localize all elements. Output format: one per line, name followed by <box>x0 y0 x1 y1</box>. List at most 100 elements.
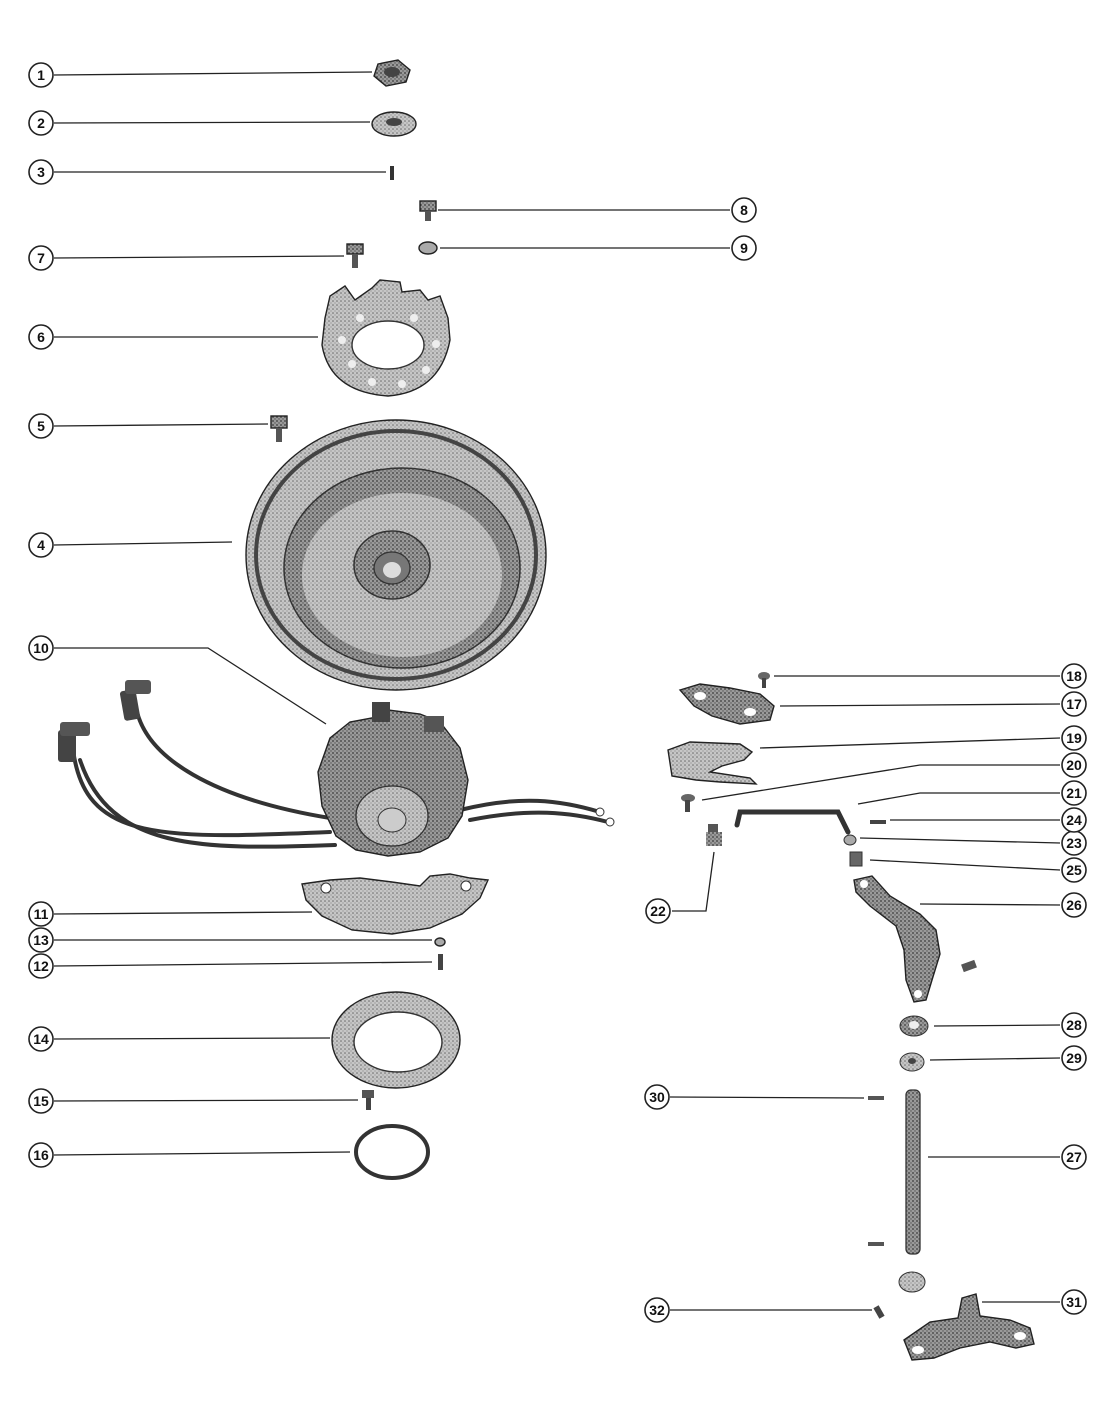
part-throttle-lever <box>853 875 941 1003</box>
svg-text:5: 5 <box>37 418 45 434</box>
part-bushing <box>899 1015 929 1037</box>
part-flywheel <box>245 419 547 691</box>
part-small-screw <box>681 794 695 812</box>
part-small-screw <box>438 954 443 970</box>
part-small-screw <box>758 672 770 688</box>
part-pin <box>868 1096 884 1100</box>
svg-text:24: 24 <box>1066 812 1082 828</box>
callout-19: 19 <box>1061 725 1087 751</box>
svg-text:8: 8 <box>740 202 748 218</box>
svg-text:25: 25 <box>1066 862 1082 878</box>
callout-25: 25 <box>1061 857 1087 883</box>
callout-13: 13 <box>28 927 54 953</box>
callout-3: 3 <box>28 159 54 185</box>
part-key <box>390 166 394 180</box>
callout-1: 1 <box>28 62 54 88</box>
callout-17: 17 <box>1061 691 1087 717</box>
svg-text:2: 2 <box>37 115 45 131</box>
svg-text:31: 31 <box>1066 1294 1082 1310</box>
callout-31: 31 <box>1061 1289 1087 1315</box>
leader-lines <box>53 71 1061 1311</box>
svg-text:23: 23 <box>1066 835 1082 851</box>
part-control-arm <box>903 1293 1035 1361</box>
part-o-ring <box>354 1124 430 1180</box>
svg-text:4: 4 <box>37 537 45 553</box>
callout-18: 18 <box>1061 663 1087 689</box>
callout-5: 5 <box>28 413 54 439</box>
callout-16: 16 <box>28 1142 54 1168</box>
callout-2: 2 <box>28 110 54 136</box>
svg-text:11: 11 <box>34 906 49 922</box>
callout-21: 21 <box>1061 780 1087 806</box>
svg-text:27: 27 <box>1066 1149 1082 1165</box>
part-retainer-plate <box>301 873 490 935</box>
callout-10: 10 <box>28 635 54 661</box>
part-stud <box>706 824 722 846</box>
callout-9: 9 <box>731 235 757 261</box>
svg-text:16: 16 <box>33 1147 49 1163</box>
callout-14: 14 <box>28 1026 54 1052</box>
part-bushing <box>899 1052 925 1072</box>
part-screw <box>419 200 437 221</box>
svg-text:22: 22 <box>650 903 666 919</box>
part-pin <box>870 820 886 824</box>
svg-text:17: 17 <box>1066 696 1082 712</box>
callout-11: 11 <box>28 901 54 927</box>
svg-text:13: 13 <box>33 932 49 948</box>
part-washer <box>371 111 417 137</box>
part-small-screw <box>873 1305 885 1319</box>
part-illustrations <box>58 59 1035 1361</box>
part-small-washer <box>843 834 857 846</box>
part-shaft <box>905 1089 921 1255</box>
callout-32: 32 <box>644 1297 670 1323</box>
part-nut <box>849 851 863 867</box>
part-nut <box>373 59 411 87</box>
svg-text:3: 3 <box>37 164 45 180</box>
svg-text:1: 1 <box>37 67 45 83</box>
part-bearing-plate <box>331 991 461 1089</box>
callout-26: 26 <box>1061 892 1087 918</box>
part-stator-assembly <box>58 680 615 857</box>
part-spring-clip <box>667 741 758 785</box>
svg-text:32: 32 <box>649 1302 665 1318</box>
part-cam-cup <box>321 279 451 397</box>
callout-15: 15 <box>28 1088 54 1114</box>
svg-text:6: 6 <box>37 329 45 345</box>
callout-28: 28 <box>1061 1012 1087 1038</box>
part-bracket <box>678 683 775 725</box>
spark-plug-boot <box>119 680 151 721</box>
svg-text:19: 19 <box>1066 730 1082 746</box>
svg-text:26: 26 <box>1066 897 1082 913</box>
svg-text:14: 14 <box>33 1031 49 1047</box>
svg-text:30: 30 <box>649 1089 665 1105</box>
svg-text:15: 15 <box>33 1093 49 1109</box>
svg-text:28: 28 <box>1066 1017 1082 1033</box>
callout-4: 4 <box>28 532 54 558</box>
spark-plug-boot <box>58 722 90 762</box>
callout-12: 12 <box>28 953 54 979</box>
callout-27: 27 <box>1061 1144 1087 1170</box>
part-screw <box>346 243 364 268</box>
callout-29: 29 <box>1061 1045 1087 1071</box>
svg-text:18: 18 <box>1066 668 1082 684</box>
svg-text:9: 9 <box>740 240 748 256</box>
part-screw <box>362 1090 374 1110</box>
callout-labels: 1 2 3 4 5 6 7 8 9 10 11 12 13 14 15 16 1… <box>28 62 1087 1323</box>
part-screw <box>961 959 977 973</box>
part-screw <box>270 415 288 442</box>
part-link-rod <box>734 809 851 835</box>
callout-30: 30 <box>644 1084 670 1110</box>
svg-text:21: 21 <box>1066 785 1082 801</box>
callout-23: 23 <box>1061 830 1087 856</box>
callout-6: 6 <box>28 324 54 350</box>
callout-20: 20 <box>1061 752 1087 778</box>
svg-text:29: 29 <box>1066 1050 1082 1066</box>
part-pin <box>868 1242 884 1246</box>
callout-8: 8 <box>731 197 757 223</box>
part-bushing <box>898 1271 926 1293</box>
svg-text:7: 7 <box>37 250 45 266</box>
svg-text:20: 20 <box>1066 757 1082 773</box>
callout-7: 7 <box>28 245 54 271</box>
svg-text:10: 10 <box>33 640 49 656</box>
